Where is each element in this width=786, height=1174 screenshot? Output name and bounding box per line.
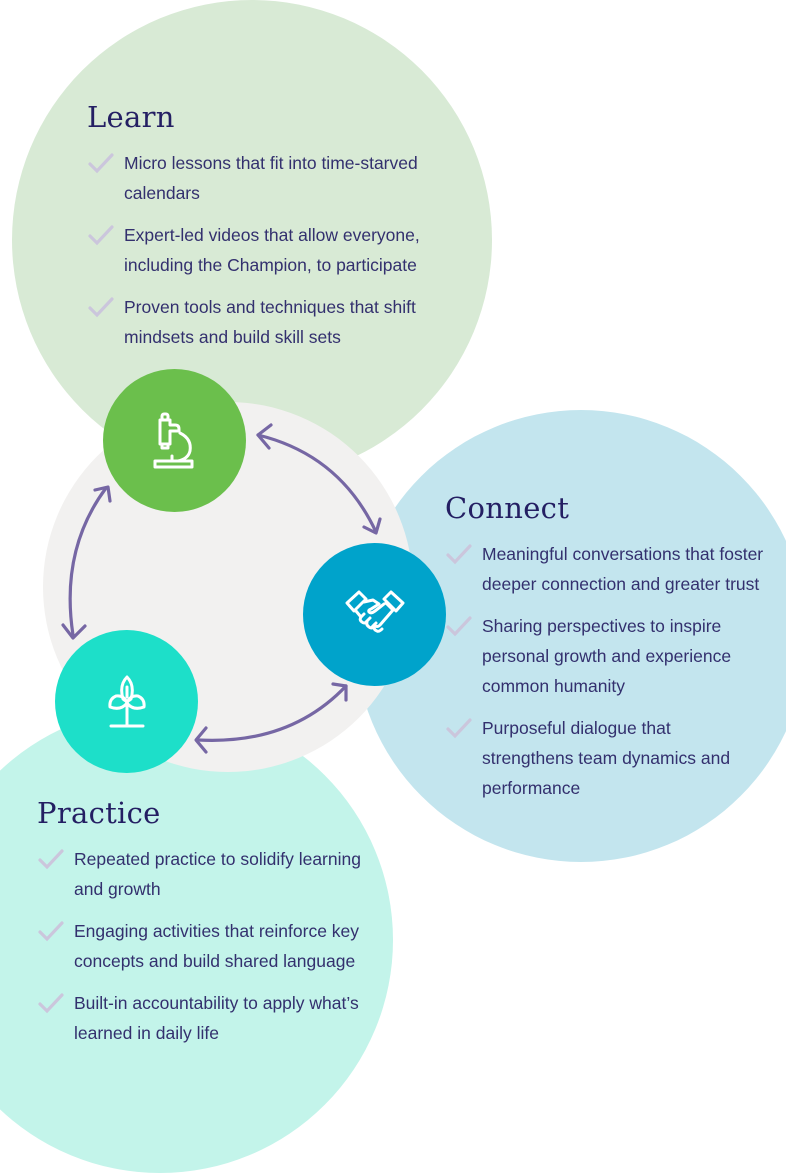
practice-list: Repeated practice to solidify learning a…	[37, 844, 367, 1048]
check-icon	[38, 921, 64, 942]
list-item-text: Expert-led videos that allow everyone, i…	[124, 225, 420, 275]
check-icon	[38, 849, 64, 870]
practice-title: Practice	[37, 796, 161, 830]
list-item-text: Micro lessons that fit into time-starved…	[124, 153, 418, 203]
check-icon	[446, 616, 472, 637]
list-item: Expert-led videos that allow everyone, i…	[87, 220, 467, 280]
microscope-icon	[153, 412, 193, 468]
list-item-text: Meaningful conversations that foster dee…	[482, 544, 764, 594]
connect-title: Connect	[445, 491, 570, 525]
list-item-text: Proven tools and techniques that shift m…	[124, 297, 416, 347]
list-item: Purposeful dialogue that strengthens tea…	[445, 713, 765, 803]
list-item-text: Purposeful dialogue that strengthens tea…	[482, 718, 731, 798]
practice-circle	[0, 707, 393, 1173]
check-icon	[88, 153, 114, 174]
arrow-learn-connect	[256, 423, 382, 535]
learn-node	[103, 369, 246, 512]
connect-list: Meaningful conversations that foster dee…	[445, 539, 765, 803]
list-item: Built-in accountability to apply what’s …	[37, 988, 367, 1048]
check-icon	[88, 297, 114, 318]
check-icon	[446, 718, 472, 739]
check-icon	[446, 544, 472, 565]
list-item: Repeated practice to solidify learning a…	[37, 844, 367, 904]
list-item-text: Engaging activities that reinforce key c…	[74, 921, 360, 971]
check-icon	[88, 225, 114, 246]
list-item: Micro lessons that fit into time-starved…	[87, 148, 467, 208]
practice-node	[55, 630, 198, 773]
learn-list: Micro lessons that fit into time-starved…	[87, 148, 467, 352]
sprout-icon	[107, 675, 146, 727]
connect-node	[303, 543, 446, 686]
list-item-text: Built-in accountability to apply what’s …	[74, 993, 359, 1043]
list-item: Sharing perspectives to inspire personal…	[445, 611, 765, 701]
list-item: Proven tools and techniques that shift m…	[87, 292, 467, 352]
learn-section: Learn Micro lessons that fit into time-s…	[87, 100, 467, 364]
practice-section: Practice Repeated practice to solidify l…	[37, 796, 367, 1060]
learn-title: Learn	[87, 100, 175, 134]
arrow-connect-practice	[194, 682, 348, 754]
list-item-text: Sharing perspectives to inspire personal…	[482, 616, 732, 696]
list-item: Engaging activities that reinforce key c…	[37, 916, 367, 976]
connect-section: Connect Meaningful conversations that fo…	[445, 491, 765, 815]
handshake-icon	[345, 590, 404, 633]
list-item: Meaningful conversations that foster dee…	[445, 539, 765, 599]
list-item-text: Repeated practice to solidify learning a…	[74, 849, 361, 899]
check-icon	[38, 993, 64, 1014]
arrow-practice-learn	[61, 485, 112, 640]
